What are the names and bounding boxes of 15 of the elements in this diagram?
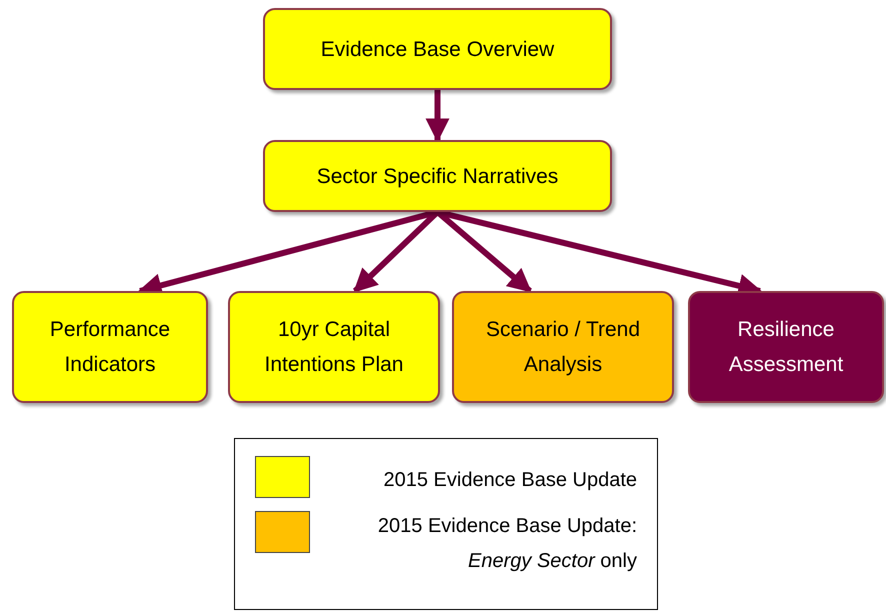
process-box: [263, 140, 612, 212]
legend-text: 2015 Evidence Base Update: Energy Sector only: [376, 514, 637, 574]
legend-text: 2015 Evidence Base Update: [382, 468, 637, 493]
process-box: [688, 291, 884, 403]
box-label: Resilience Assessment: [728, 317, 844, 378]
process-box: [12, 291, 208, 403]
box-label: Evidence Base Overview: [320, 36, 554, 62]
box-label: Scenario / Trend Analysis: [484, 317, 642, 378]
box-label: Sector Specific Narratives: [316, 164, 558, 190]
box-label: 10yr Capital Intentions Plan: [264, 317, 404, 378]
box-label: Performance Indicators: [48, 317, 172, 378]
arrow: [426, 90, 450, 142]
process-box: [452, 291, 674, 403]
process-box: [228, 291, 440, 403]
process-box: [263, 8, 612, 90]
